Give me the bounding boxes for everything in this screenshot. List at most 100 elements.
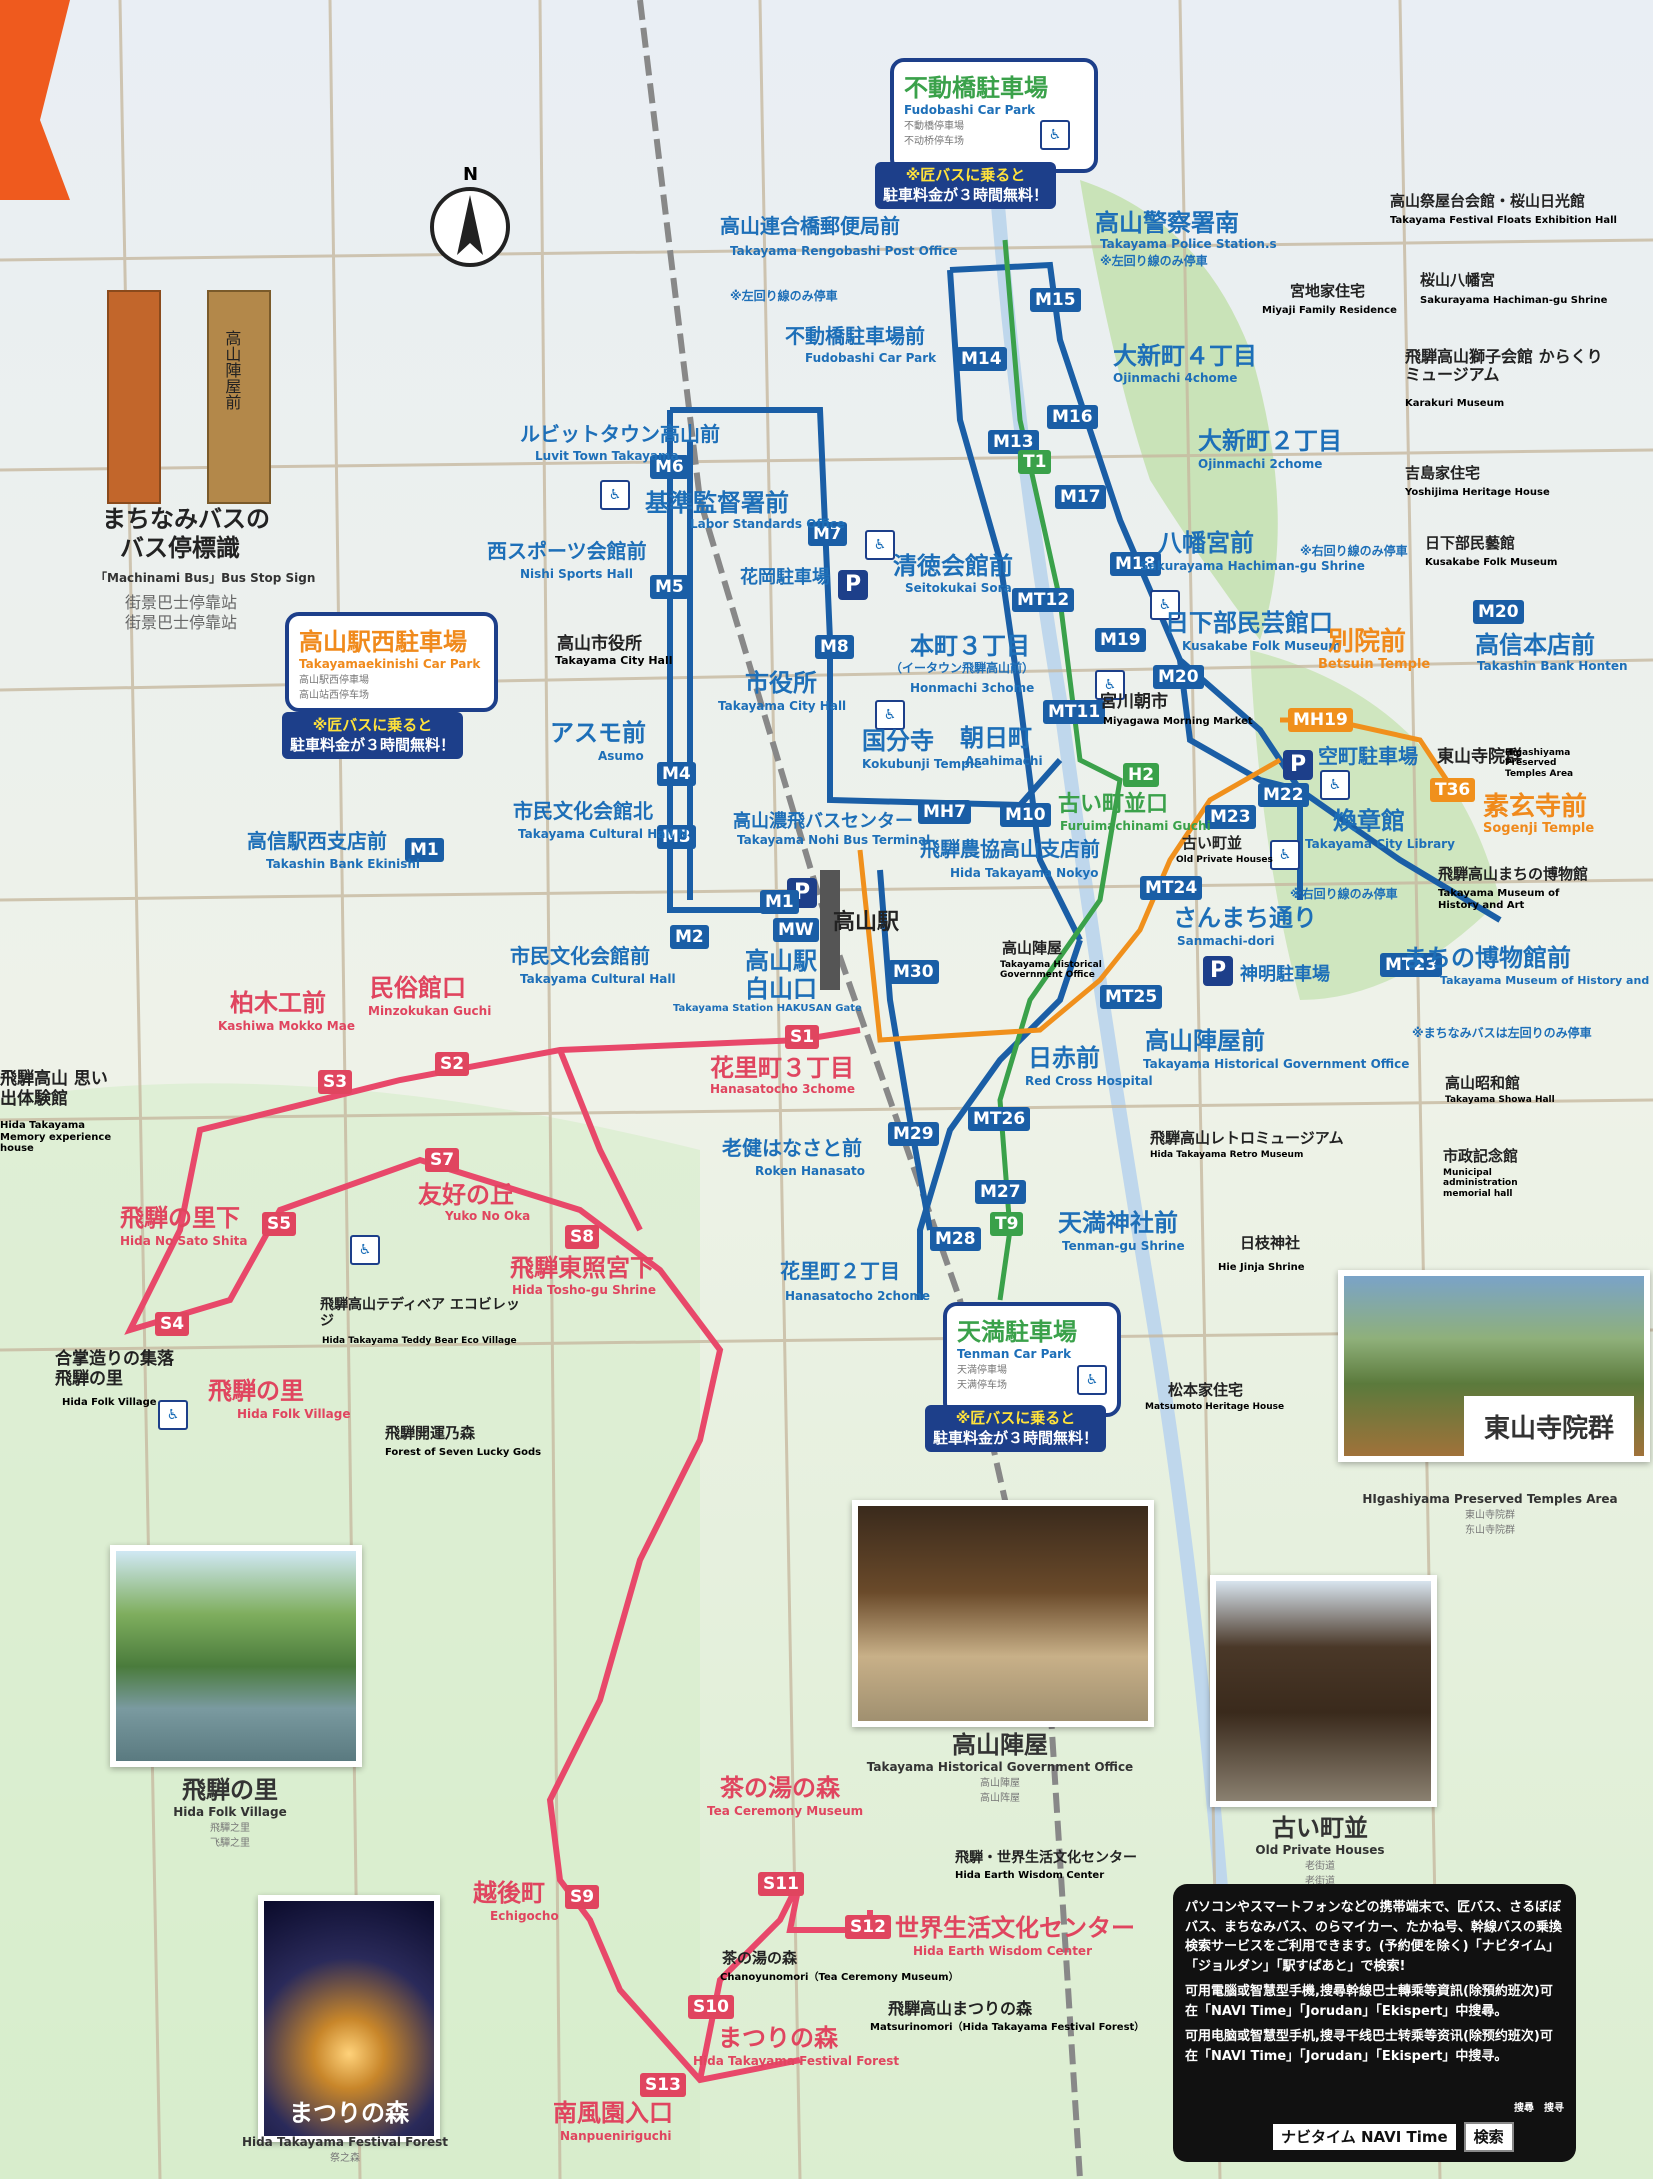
bus-stop-s4[interactable]: S4 xyxy=(155,1312,190,1336)
bus-stop-m14[interactable]: M14 xyxy=(956,347,1007,371)
bus-stop-m15[interactable]: M15 xyxy=(1030,288,1081,312)
bus-stop-t1[interactable]: T1 xyxy=(1018,450,1052,474)
label-yukonooka-en: Yuko No Oka xyxy=(445,1209,531,1223)
navitime-brand[interactable]: ナビタイム NAVI Time xyxy=(1273,2123,1456,2150)
label-fudobashimae: 不動橋駐車場前 xyxy=(785,324,925,348)
bus-stop-m19[interactable]: M19 xyxy=(1095,628,1146,652)
label-teddy: 飛騨高山テディベア エコビレッジ xyxy=(320,1297,520,1330)
label-matsumoto: 松本家住宅 xyxy=(1168,1381,1244,1399)
label-ojinmachi4-en: Ojinmachi 4chome xyxy=(1113,371,1238,385)
bus-stop-m22[interactable]: M22 xyxy=(1258,783,1309,807)
bus-stop-m20[interactable]: M20 xyxy=(1153,665,1204,689)
bus-stop-m4[interactable]: M4 xyxy=(657,762,696,786)
parking-nishi-title: 高山駅西駐車場 xyxy=(299,628,467,656)
bus-stop-m20-honten[interactable]: M20 xyxy=(1473,600,1524,624)
label-hanasato2: 花里町２丁目 xyxy=(780,1259,900,1283)
bus-stop-s1[interactable]: S1 xyxy=(785,1025,820,1049)
bus-stop-m3[interactable]: M3 xyxy=(657,825,696,849)
photo-jinya xyxy=(852,1500,1154,1727)
bus-stop-mw[interactable]: MW xyxy=(773,918,819,942)
bus-stop-mt23-east[interactable]: MT23 xyxy=(1380,953,1443,977)
bus-stop-m10[interactable]: M10 xyxy=(1000,803,1051,827)
label-rengobashi: 高山連合橋郵便局前 xyxy=(720,214,900,238)
bus-stop-m27[interactable]: M27 xyxy=(975,1180,1026,1204)
label-toshogu: 飛騨東照宮下 xyxy=(510,1254,654,1282)
bus-stop-m23[interactable]: M23 xyxy=(1205,805,1256,829)
label-nishisports: 西スポーツ会館前 xyxy=(487,539,647,563)
label-yoshijima: 吉島家住宅 xyxy=(1405,464,1481,482)
label-sogenji: 素玄寺前 xyxy=(1483,792,1588,822)
caption-hidanosato-zh1: 飛驒之里 xyxy=(210,1823,250,1834)
bus-stop-m1[interactable]: M1 xyxy=(760,890,799,914)
bus-stop-s3[interactable]: S3 xyxy=(318,1070,353,1094)
label-omoide: 飛騨高山 思い出体験館 xyxy=(0,1069,108,1109)
bus-stop-m8[interactable]: M8 xyxy=(815,635,854,659)
parking-p-sorakimachi: P xyxy=(1283,750,1313,780)
free-note-tenman-line2: 駐車料金が３時間無料！ xyxy=(933,1428,1099,1447)
bus-stop-s5[interactable]: S5 xyxy=(262,1212,297,1236)
label-sekai: 世界生活文化センター xyxy=(895,1914,1135,1942)
navi-text-zh-tw: 可用電腦或智慧型手機,搜尋幹線巴士轉乘等資訊(除預約班次)可在「NAVI Tim… xyxy=(1185,1984,1553,2019)
bus-stop-mt25[interactable]: MT25 xyxy=(1100,985,1163,1009)
label-honmachi: 本町３丁目 xyxy=(910,632,1030,660)
bus-stop-s12[interactable]: S12 xyxy=(845,1915,891,1939)
bus-stop-m5[interactable]: M5 xyxy=(650,575,689,599)
forest-southeast xyxy=(1250,650,1500,1000)
label-museummae: まちの博物館前 xyxy=(1403,944,1571,972)
parking-nishi-en: Takayamaekinishi Car Park xyxy=(299,657,481,671)
bus-stop-h2[interactable]: H2 xyxy=(1123,763,1160,787)
bus-stop-mt24[interactable]: MT24 xyxy=(1140,876,1203,900)
free-note-tenman-line1: ※匠バスに乗ると xyxy=(955,1409,1076,1427)
caption-jinya-en: Takayama Historical Government Office xyxy=(866,1760,1134,1774)
caption-matsuri: Hida Takayama Festival Forest 祭之森 xyxy=(240,2135,450,2164)
bus-stop-m17[interactable]: M17 xyxy=(1055,485,1106,509)
bus-stop-s9[interactable]: S9 xyxy=(565,1885,600,1909)
navi-info-box: パソコンやスマートフォンなどの携帯端末で、匠バス、さるぼぼバス、まちなみバス、の… xyxy=(1173,1884,1576,2162)
bus-stop-m7[interactable]: M7 xyxy=(808,522,847,546)
label-ojinmachi4: 大新町４丁目 xyxy=(1113,342,1257,370)
label-bunka-kita: 市民文化会館北 xyxy=(513,799,653,823)
label-tenmanjinja: 天満神社前 xyxy=(1058,1209,1178,1237)
navi-text-jp: パソコンやスマートフォンなどの携帯端末で、匠バス、さるぼぼバス、まちなみバス、の… xyxy=(1185,1900,1562,1974)
label-gassho-en: Hida Folk Village xyxy=(62,1397,157,1408)
bus-stop-t9[interactable]: T9 xyxy=(990,1212,1024,1236)
bus-stop-m29[interactable]: M29 xyxy=(888,1122,939,1146)
bus-stop-m18[interactable]: M18 xyxy=(1110,552,1161,576)
caption-furui: 古い町並 Old Private Houses 老街道 老街道 xyxy=(1200,1808,1440,1887)
bus-stop-m30[interactable]: M30 xyxy=(888,960,939,984)
bus-stop-t36[interactable]: T36 xyxy=(1430,778,1476,802)
label-kokubunji: 国分寺 xyxy=(862,727,934,755)
bus-stop-m2[interactable]: M2 xyxy=(670,925,709,949)
bus-stop-m28[interactable]: M28 xyxy=(930,1227,981,1251)
bus-stop-s11[interactable]: S11 xyxy=(758,1872,804,1896)
label-karakuri: 飛騨高山獅子会館 からくりミュージアム xyxy=(1405,347,1603,385)
label-seitokukai-en: Seitokukai Sora xyxy=(905,581,1012,595)
bus-stop-s10[interactable]: S10 xyxy=(688,1995,734,2019)
bus-stop-mt26[interactable]: MT26 xyxy=(968,1107,1031,1131)
label-showa-en: Takayama Showa Hall xyxy=(1445,1095,1555,1105)
label-sanmachi-en: Sanmachi-dori xyxy=(1177,934,1275,948)
bus-stop-s7[interactable]: S7 xyxy=(425,1148,460,1172)
toilet-icon: ♿ xyxy=(1150,590,1180,620)
bus-stop-s2[interactable]: S2 xyxy=(435,1052,470,1076)
toilet-icon: ♿ xyxy=(875,700,905,730)
bus-stop-mt12[interactable]: MT12 xyxy=(1012,588,1075,612)
forest-east xyxy=(1080,180,1278,640)
bus-stop-s13[interactable]: S13 xyxy=(640,2073,686,2097)
caption-furui-zh2: 老街道 xyxy=(1305,1876,1335,1887)
bus-stop-s8[interactable]: S8 xyxy=(565,1225,600,1249)
bus-stop-m1-takashin[interactable]: M1 xyxy=(405,838,444,862)
bus-stop-m6[interactable]: M6 xyxy=(650,455,689,479)
label-yukonooka: 友好の丘 xyxy=(418,1181,514,1209)
label-kaiun: 飛騨開運乃森 xyxy=(385,1424,476,1442)
parking-nishi-zh1: 高山駅西停車場 xyxy=(299,675,369,686)
label-honten-en: Takashin Bank Honten xyxy=(1477,659,1628,673)
free-note-fudobashi-line1: ※匠バスに乗ると xyxy=(905,166,1026,184)
bus-stop-m16[interactable]: M16 xyxy=(1047,405,1098,429)
label-kusakabe-museum: 日下部民藝館 xyxy=(1425,534,1516,552)
bus-stop-mh19[interactable]: MH19 xyxy=(1288,708,1353,732)
search-button[interactable]: 検索 xyxy=(1463,2121,1514,2152)
bus-stop-mh7[interactable]: MH7 xyxy=(918,800,971,824)
bus-stop-mt11[interactable]: MT11 xyxy=(1043,700,1106,724)
label-hachiman: 八幡宮前 xyxy=(1158,529,1254,557)
